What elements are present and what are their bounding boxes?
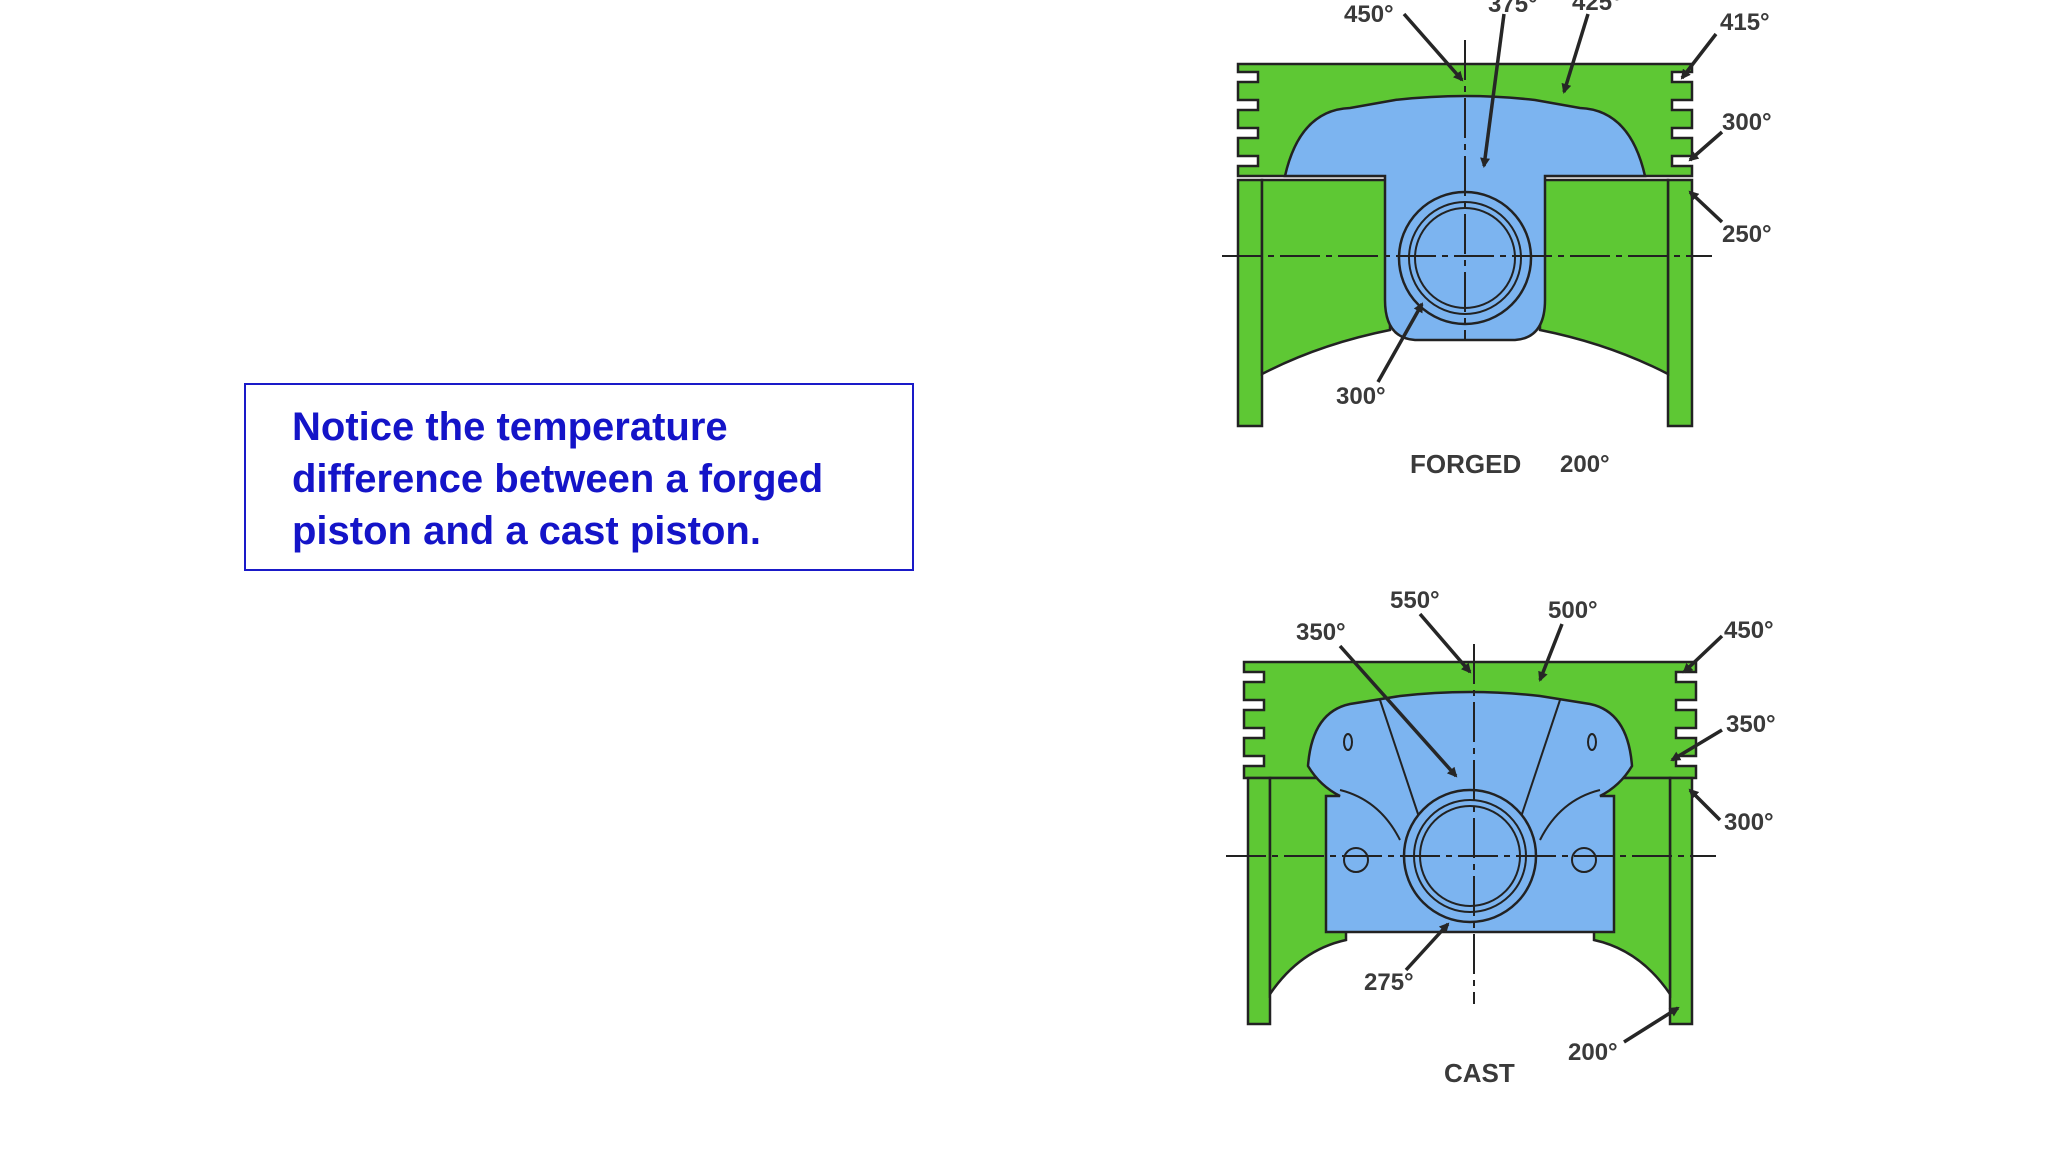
forged-arrow-pin-boss [1376, 302, 1424, 383]
cast-pin-lock-left [1343, 847, 1369, 873]
cast-arrow-land [1682, 634, 1724, 674]
forged-arrow-land [1680, 32, 1718, 80]
forged-arrow-top-right [1561, 13, 1590, 94]
cast-arrow-pin-boss [1404, 922, 1450, 972]
forged-piston-skirt-left [1236, 178, 1264, 428]
cast-label-ring: 350° [1726, 711, 1776, 738]
cast-label-left-inner: 350° [1296, 619, 1346, 646]
cast-arrows [1338, 612, 1724, 1044]
cast-piston [1226, 644, 1716, 1026]
cast-oil-hole-right [1587, 733, 1597, 751]
cast-label-skirt-top: 300° [1724, 809, 1774, 836]
forged-label-top-right: 425° [1572, 0, 1622, 16]
cast-rib-right-lower [1539, 789, 1601, 841]
forged-piston-body-left [1260, 178, 1392, 377]
notice-box: Notice the temperature difference betwee… [244, 383, 914, 571]
forged-label-skirt-bottom: 200° [1560, 451, 1610, 478]
cast-label-land: 450° [1724, 617, 1774, 644]
cast-label-skirt-bottom: 200° [1568, 1039, 1618, 1066]
cast-arrow-top-right [1538, 623, 1564, 682]
forged-piston [1222, 40, 1712, 428]
forged-arrow-ring [1688, 130, 1724, 162]
cast-oil-hole-left [1343, 733, 1353, 751]
cast-label-pin-boss: 275° [1364, 969, 1414, 996]
cast-piston-skirt-right [1668, 776, 1694, 1026]
forged-label-top-left: 450° [1344, 1, 1394, 28]
cast-label-top-mid: 550° [1390, 587, 1440, 614]
cast-rib-right [1519, 699, 1561, 821]
forged-arrow-skirt-top [1688, 190, 1724, 224]
cast-arrow-ring [1670, 728, 1723, 762]
cast-rib-left-lower [1339, 789, 1401, 841]
cast-arrow-left-inner [1338, 644, 1458, 778]
forged-piston-skirt-right [1666, 178, 1694, 428]
cast-arrow-skirt-bottom [1623, 1006, 1680, 1044]
cast-label-top-right: 500° [1548, 597, 1598, 624]
cast-caption: CAST [1444, 1058, 1515, 1088]
forged-piston-body-right [1538, 178, 1670, 377]
cast-arrow-top-mid [1418, 612, 1472, 674]
cast-rib-left [1379, 699, 1421, 821]
cast-arrow-skirt-top [1688, 788, 1722, 822]
forged-caption: FORGED [1410, 449, 1521, 479]
forged-arrow-top-left [1402, 12, 1464, 82]
cast-piston-skirt-left [1246, 776, 1272, 1026]
forged-label-land: 415° [1720, 9, 1770, 36]
cast-pin-lock-right [1571, 847, 1597, 873]
notice-text: Notice the temperature difference betwee… [292, 405, 824, 553]
forged-label-pin-boss: 300° [1336, 383, 1386, 410]
forged-arrow-top-mid [1480, 13, 1506, 168]
forged-label-ring: 300° [1722, 109, 1772, 136]
forged-label-skirt-top: 250° [1722, 221, 1772, 248]
forged-label-top-mid: 375° [1488, 0, 1538, 18]
forged-arrows [1376, 12, 1724, 383]
